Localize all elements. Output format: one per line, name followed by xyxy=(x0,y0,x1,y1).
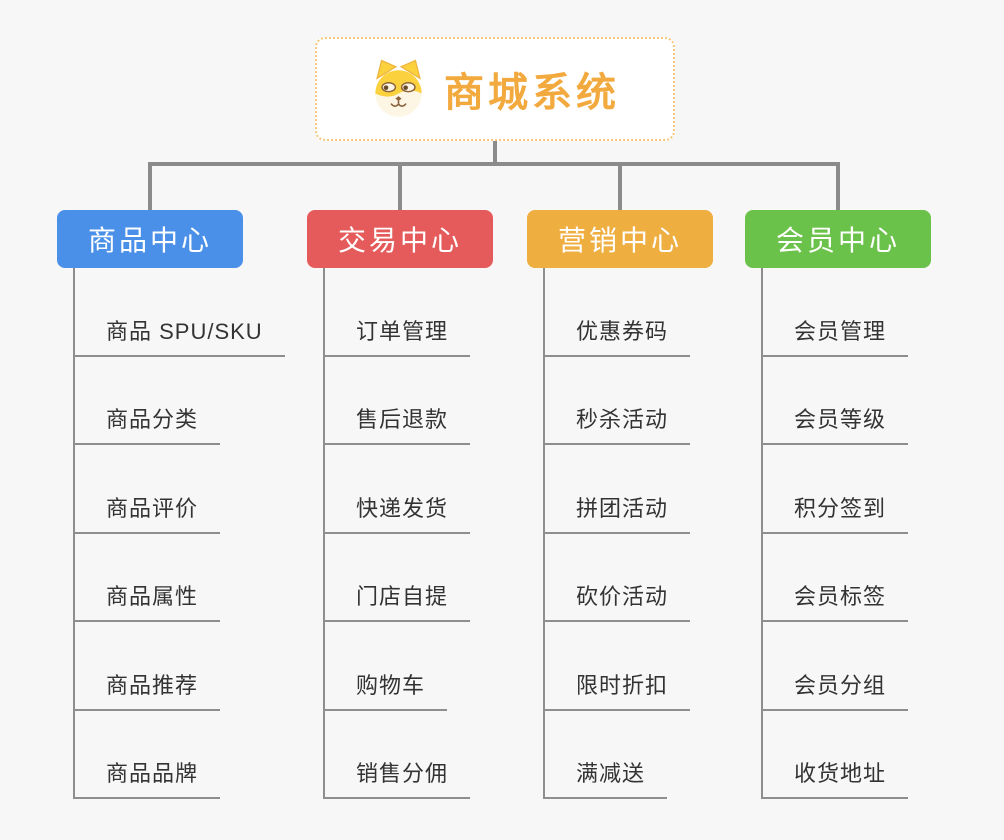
branch-children: 优惠券码 秒杀活动 拼团活动 砍价活动 限时折扣 满减送 xyxy=(543,268,713,799)
child-node[interactable]: 优惠券码 xyxy=(543,268,713,357)
child-node-label: 门店自提 xyxy=(323,579,471,622)
child-node-label: 购物车 xyxy=(323,668,448,711)
branch-trade-center: 交易中心 订单管理 售后退款 快递发货 门店自提 购物车 销售分佣 xyxy=(307,210,493,799)
child-node-label: 会员标签 xyxy=(761,579,909,622)
child-node-label: 快递发货 xyxy=(323,491,471,534)
branch-label: 商品中心 xyxy=(87,225,212,256)
child-node[interactable]: 门店自提 xyxy=(323,534,493,622)
root-node[interactable]: 商城系统 xyxy=(315,37,675,141)
child-node[interactable]: 会员分组 xyxy=(761,622,931,711)
branch-label: 交易中心 xyxy=(337,225,462,256)
child-node[interactable]: 商品分类 xyxy=(73,357,285,445)
child-node[interactable]: 售后退款 xyxy=(323,357,493,445)
child-node-label: 拼团活动 xyxy=(543,491,691,534)
child-node[interactable]: 商品 SPU/SKU xyxy=(73,268,285,357)
branch-children: 商品 SPU/SKU 商品分类 商品评价 商品属性 商品推荐 商品品牌 xyxy=(73,268,285,799)
child-node-label: 满减送 xyxy=(543,756,668,799)
connector-drop-product-center xyxy=(148,162,152,210)
child-node[interactable]: 限时折扣 xyxy=(543,622,713,711)
child-node-label: 商品推荐 xyxy=(73,668,221,711)
child-node[interactable]: 商品评价 xyxy=(73,445,285,534)
child-node[interactable]: 销售分佣 xyxy=(323,711,493,799)
branch-label: 会员中心 xyxy=(775,225,900,256)
child-node[interactable]: 会员标签 xyxy=(761,534,931,622)
connector-drop-trade-center xyxy=(398,162,402,210)
child-node-label: 会员管理 xyxy=(761,314,909,357)
child-node[interactable]: 收货地址 xyxy=(761,711,931,799)
child-node[interactable]: 快递发货 xyxy=(323,445,493,534)
child-node-label: 限时折扣 xyxy=(543,668,691,711)
child-node-label: 售后退款 xyxy=(323,402,471,445)
dog-face-icon xyxy=(375,59,422,117)
root-node-title: 商城系统 xyxy=(444,71,620,115)
child-node-label: 会员分组 xyxy=(761,668,909,711)
child-node[interactable]: 秒杀活动 xyxy=(543,357,713,445)
branch-box-marketing-center[interactable]: 营销中心 xyxy=(527,210,713,268)
child-node-label: 砍价活动 xyxy=(543,579,691,622)
child-node[interactable]: 订单管理 xyxy=(323,268,493,357)
child-node[interactable]: 会员管理 xyxy=(761,268,931,357)
child-node[interactable]: 商品推荐 xyxy=(73,622,285,711)
child-node[interactable]: 购物车 xyxy=(323,622,493,711)
child-node-label: 商品分类 xyxy=(73,402,221,445)
branch-box-product-center[interactable]: 商品中心 xyxy=(57,210,243,268)
child-node-label: 订单管理 xyxy=(323,314,471,357)
child-node-label: 积分签到 xyxy=(761,491,909,534)
branch-children: 会员管理 会员等级 积分签到 会员标签 会员分组 收货地址 xyxy=(761,268,931,799)
connector-root-stub xyxy=(493,141,497,166)
child-node-label: 秒杀活动 xyxy=(543,402,691,445)
child-node[interactable]: 拼团活动 xyxy=(543,445,713,534)
child-node-label: 销售分佣 xyxy=(323,756,471,799)
branch-member-center: 会员中心 会员管理 会员等级 积分签到 会员标签 会员分组 收货地址 xyxy=(745,210,931,799)
child-node-label: 优惠券码 xyxy=(543,314,691,357)
child-node[interactable]: 商品属性 xyxy=(73,534,285,622)
child-node-label: 收货地址 xyxy=(761,756,909,799)
branch-box-trade-center[interactable]: 交易中心 xyxy=(307,210,493,268)
child-node-label: 商品属性 xyxy=(73,579,221,622)
child-node-label: 商品 SPU/SKU xyxy=(73,314,285,357)
child-node-label: 会员等级 xyxy=(761,402,909,445)
branch-marketing-center: 营销中心 优惠券码 秒杀活动 拼团活动 砍价活动 限时折扣 满减送 xyxy=(527,210,713,799)
child-node[interactable]: 积分签到 xyxy=(761,445,931,534)
child-node[interactable]: 满减送 xyxy=(543,711,713,799)
child-node[interactable]: 砍价活动 xyxy=(543,534,713,622)
child-node[interactable]: 会员等级 xyxy=(761,357,931,445)
child-node-label: 商品评价 xyxy=(73,491,221,534)
connector-drop-marketing-center xyxy=(618,162,622,210)
branch-product-center: 商品中心 商品 SPU/SKU 商品分类 商品评价 商品属性 商品推荐 商品品牌 xyxy=(57,210,285,799)
child-node-label: 商品品牌 xyxy=(73,756,221,799)
branch-box-member-center[interactable]: 会员中心 xyxy=(745,210,931,268)
connector-drop-member-center xyxy=(836,162,840,210)
connector-horizontal-line xyxy=(148,162,840,166)
child-node[interactable]: 商品品牌 xyxy=(73,711,285,799)
branch-children: 订单管理 售后退款 快递发货 门店自提 购物车 销售分佣 xyxy=(323,268,493,799)
branch-label: 营销中心 xyxy=(557,225,682,256)
